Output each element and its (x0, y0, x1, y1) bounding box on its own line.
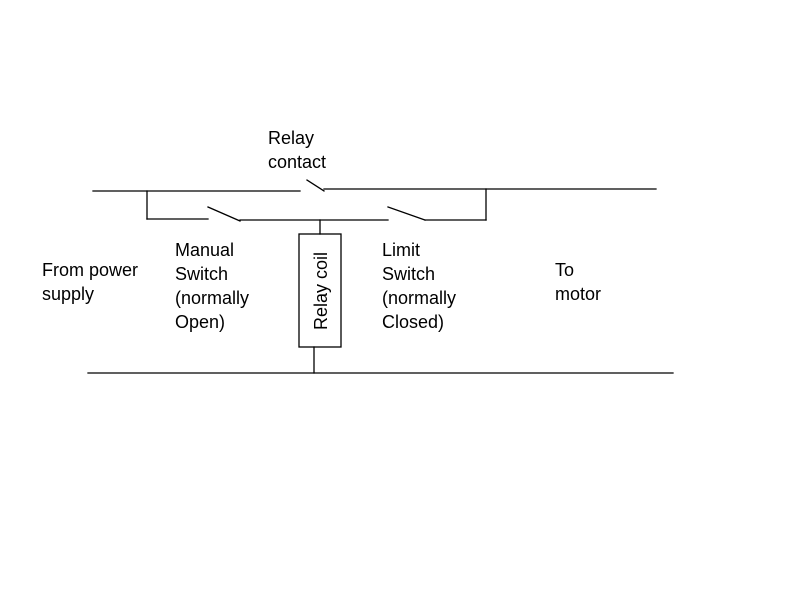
limit-switch-line4: Closed) (382, 312, 445, 332)
manual-switch-line2: Switch (175, 264, 229, 284)
limit-switch-label: Limit Switch (normally Closed) (382, 238, 456, 334)
limit-switch-line2: Switch (382, 264, 436, 284)
relay-coil-box (298, 233, 342, 348)
to-motor-line2: motor (555, 284, 602, 304)
limit-switch-line3: (normally (382, 288, 457, 308)
to-motor-line1: To (555, 260, 575, 280)
manual-switch-line1: Manual (175, 240, 235, 260)
relay-contact-label-line1: Relay (268, 128, 315, 148)
limit-switch-blade (387, 206, 426, 221)
from-power-supply-line1: From power (42, 260, 139, 280)
relay-contact-label: Relay contact (268, 126, 326, 174)
from-power-supply-line2: supply (42, 284, 95, 304)
from-power-supply-label: From power supply (42, 258, 138, 306)
manual-switch-line4: Open) (175, 312, 226, 332)
manual-switch-line3: (normally (175, 288, 250, 308)
to-motor-label: To motor (555, 258, 601, 306)
limit-switch-line1: Limit (382, 240, 421, 260)
relay-contact-blade (306, 179, 325, 192)
relay-contact-label-line2: contact (268, 152, 327, 172)
manual-switch-blade (207, 206, 241, 222)
relay-coil-label: Relay coil (311, 252, 331, 330)
manual-switch-label: Manual Switch (normally Open) (175, 238, 249, 334)
